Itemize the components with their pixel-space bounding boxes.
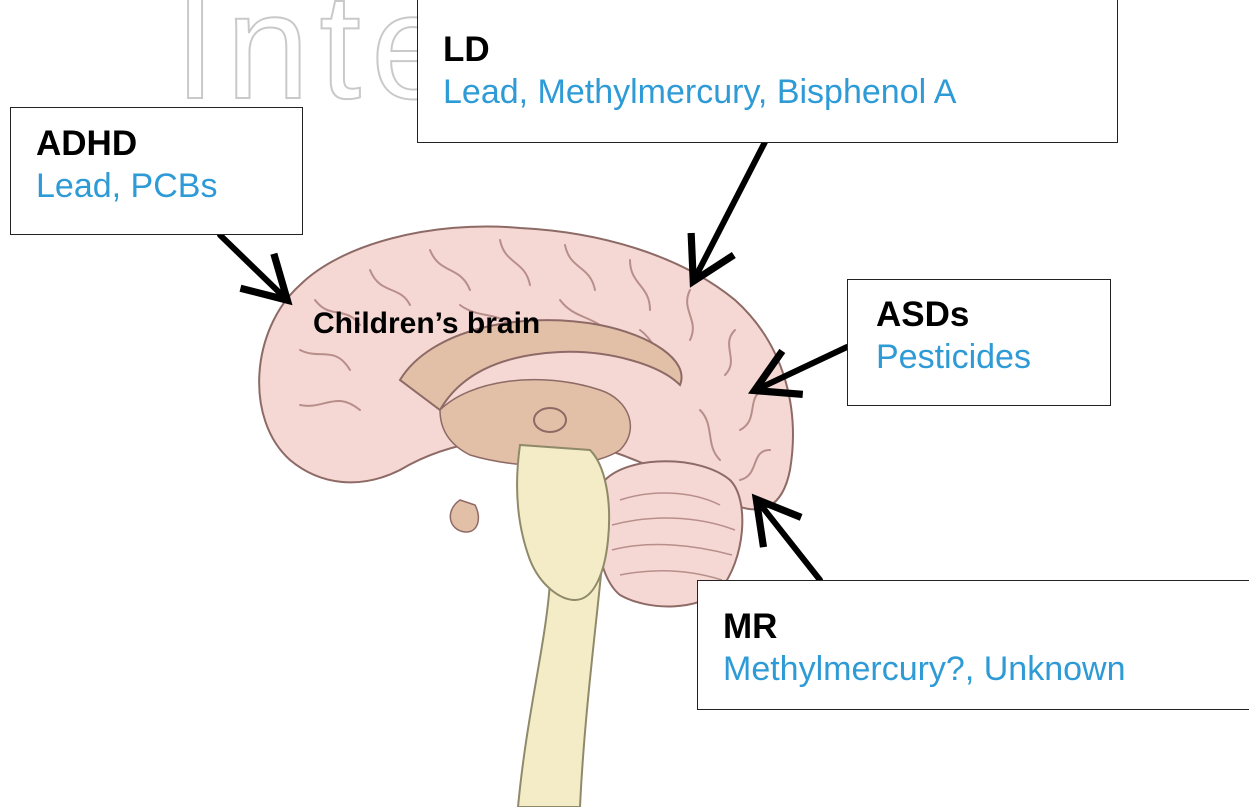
ld-disorder: LD — [443, 29, 1117, 71]
asds-disorder: ASDs — [876, 294, 1110, 336]
ld-box: LD Lead, Methylmercury, Bisphenol A — [417, 0, 1118, 143]
asds-agents: Pesticides — [876, 336, 1110, 378]
arrow-adhd — [220, 235, 283, 296]
arrow-ld — [696, 142, 765, 276]
ld-agents: Lead, Methylmercury, Bisphenol A — [443, 71, 1117, 113]
mr-box: MR Methylmercury?, Unknown — [697, 580, 1249, 710]
brainstem — [517, 445, 609, 600]
brain-label: Children’s brain — [313, 307, 540, 341]
pituitary — [450, 500, 478, 532]
adhd-disorder: ADHD — [36, 123, 302, 165]
adhd-agents: Lead, PCBs — [36, 165, 302, 207]
arrow-mr — [760, 504, 820, 580]
mr-disorder: MR — [723, 606, 1249, 648]
mr-agents: Methylmercury?, Unknown — [723, 648, 1249, 690]
asds-box: ASDs Pesticides — [847, 279, 1111, 406]
adhd-box: ADHD Lead, PCBs — [10, 107, 303, 235]
